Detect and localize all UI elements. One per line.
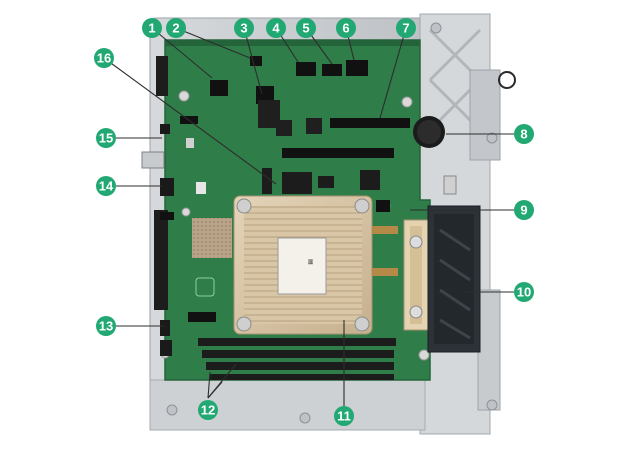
callout-15: 15 bbox=[96, 128, 116, 148]
callout-11: 11 bbox=[334, 406, 354, 426]
callout-number: 4 bbox=[272, 21, 280, 36]
callout-7: 7 bbox=[396, 18, 416, 38]
callout-number: 6 bbox=[342, 21, 349, 36]
pcie-slot-lower bbox=[282, 148, 394, 158]
callout-number: 5 bbox=[302, 21, 309, 36]
callout-4: 4 bbox=[266, 18, 286, 38]
callout-circle bbox=[296, 18, 316, 38]
callout-3: 3 bbox=[234, 18, 254, 38]
callout-circle bbox=[96, 128, 116, 148]
fan-connector bbox=[210, 80, 228, 96]
bmc-chip bbox=[192, 218, 232, 258]
callout-13: 13 bbox=[96, 316, 116, 336]
callout-circle bbox=[198, 400, 218, 420]
callout-circle bbox=[336, 18, 356, 38]
power-connector-6 bbox=[346, 60, 368, 76]
callout-circle bbox=[96, 176, 116, 196]
callout-1: 1 bbox=[142, 18, 162, 38]
controller-chip bbox=[258, 100, 280, 128]
callout-2: 2 bbox=[166, 18, 186, 38]
callout-16: 16 bbox=[94, 48, 114, 68]
microsd-slot bbox=[160, 124, 170, 134]
callout-9: 9 bbox=[514, 200, 534, 220]
system-fan bbox=[427, 205, 481, 353]
callout-number: 9 bbox=[520, 203, 527, 218]
callout-circle bbox=[234, 18, 254, 38]
power-connector-4 bbox=[296, 62, 316, 76]
front-io-connector bbox=[156, 56, 168, 96]
callout-number: 14 bbox=[99, 179, 114, 194]
callout-circle bbox=[94, 48, 114, 68]
chip-square bbox=[360, 170, 380, 190]
pcb-marking bbox=[195, 277, 215, 297]
callout-circle bbox=[396, 18, 416, 38]
chip-small bbox=[318, 176, 334, 188]
cmos-battery bbox=[413, 116, 445, 148]
callout-8: 8 bbox=[514, 124, 534, 144]
chipset bbox=[282, 172, 312, 194]
callout-12: 12 bbox=[198, 400, 218, 420]
heatsink-label-art: ▤ bbox=[307, 259, 314, 265]
callout-number: 8 bbox=[520, 127, 527, 142]
callout-circle bbox=[266, 18, 286, 38]
header-left bbox=[160, 212, 174, 220]
heat-pipes bbox=[372, 219, 429, 331]
callout-circle bbox=[142, 18, 162, 38]
left-edge-slot bbox=[154, 210, 168, 310]
callout-10: 10 bbox=[514, 282, 534, 302]
callout-number: 15 bbox=[99, 131, 113, 146]
callout-circle bbox=[514, 282, 534, 302]
callout-circle bbox=[514, 124, 534, 144]
usb-header bbox=[160, 178, 174, 196]
callout-6: 6 bbox=[336, 18, 356, 38]
jumper bbox=[186, 138, 194, 148]
callout-14: 14 bbox=[96, 176, 116, 196]
callout-circle bbox=[514, 200, 534, 220]
callout-5: 5 bbox=[296, 18, 316, 38]
callout-number: 13 bbox=[99, 319, 113, 334]
callout-number: 11 bbox=[337, 409, 351, 424]
callout-number: 1 bbox=[148, 21, 155, 36]
callout-circle bbox=[96, 316, 116, 336]
cpu-heatsink: ▤ bbox=[233, 195, 391, 335]
callout-number: 3 bbox=[240, 21, 247, 36]
label-sticker bbox=[196, 182, 206, 194]
callout-number: 16 bbox=[97, 51, 111, 66]
callout-number: 12 bbox=[201, 403, 215, 418]
connector-9 bbox=[376, 200, 390, 212]
callout-number: 2 bbox=[172, 21, 179, 36]
small-header-13 bbox=[160, 320, 170, 336]
power-connector-5 bbox=[322, 64, 342, 76]
callout-circle bbox=[334, 406, 354, 426]
right-bracket bbox=[443, 175, 457, 195]
usb-header-lower bbox=[160, 340, 172, 356]
callout-number: 10 bbox=[517, 285, 531, 300]
pcie-slot-upper bbox=[330, 118, 410, 128]
vertical-header bbox=[262, 168, 272, 194]
usb-port-stub bbox=[141, 151, 165, 169]
m2-chip-a bbox=[306, 118, 322, 134]
header-2 bbox=[250, 56, 262, 66]
callout-circle bbox=[166, 18, 186, 38]
memory-dimm-slots bbox=[188, 312, 396, 380]
header-near-dimm bbox=[188, 312, 216, 322]
callout-number: 7 bbox=[402, 21, 409, 36]
